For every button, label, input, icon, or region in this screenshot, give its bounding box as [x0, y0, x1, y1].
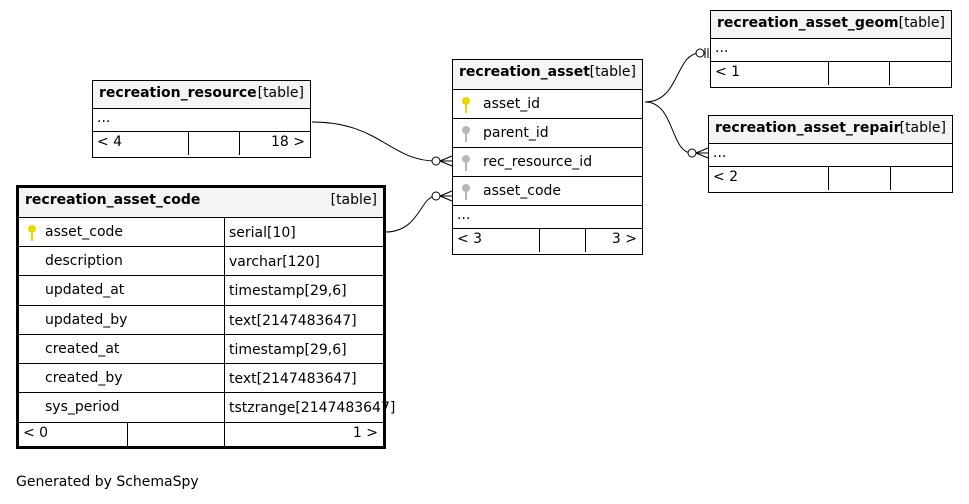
table-kind: [table] — [589, 64, 636, 80]
parents-count: < 1 — [715, 64, 741, 80]
column-name: updated_by — [45, 312, 128, 328]
column-row: parent_id — [453, 119, 642, 148]
table-recreation-asset[interactable]: recreation_asset [table] asset_id parent… — [452, 59, 643, 255]
column-type: text[2147483647] — [224, 306, 357, 334]
column-type: serial[10] — [224, 218, 296, 246]
table-footer: < 4 18 > — [93, 132, 310, 155]
foreign-key-icon — [462, 126, 470, 142]
parents-count: < 0 — [23, 425, 49, 441]
primary-key-icon — [462, 97, 470, 113]
link-asset-repair — [644, 101, 693, 154]
column-name: sys_period — [45, 399, 120, 415]
column-row: sys_period tstzrange[2147483647] — [19, 393, 395, 423]
column-row: rec_resource_id — [453, 148, 642, 177]
parents-count: < 2 — [713, 169, 739, 185]
column-row: asset_id — [453, 90, 642, 119]
table-header: recreation_resource [table] — [93, 81, 310, 109]
primary-key-icon — [28, 225, 36, 241]
column-type: timestamp[29,6] — [224, 276, 347, 305]
column-row: asset_code serial[10] — [19, 218, 383, 247]
column-name: asset_code — [45, 224, 124, 240]
table-footer: < 2 — [709, 167, 952, 190]
table-header: recreation_asset_code [table] — [19, 188, 383, 218]
column-row: asset_code — [453, 177, 642, 206]
column-row: updated_at timestamp[29,6] — [19, 276, 383, 306]
column-name: updated_at — [45, 282, 125, 298]
table-footer: < 3 3 > — [453, 229, 642, 252]
table-footer: < 0 1 > — [19, 423, 383, 446]
column-type: timestamp[29,6] — [224, 335, 347, 363]
table-name: recreation_asset — [459, 64, 590, 80]
children-count: 3 > — [611, 231, 637, 247]
ellipsis-row: ... — [453, 206, 642, 229]
column-type: tstzrange[2147483647] — [224, 393, 395, 422]
table-name: recreation_asset_code — [25, 192, 201, 208]
table-kind: [table] — [257, 85, 304, 101]
foreign-key-icon — [462, 184, 470, 200]
parents-count: < 4 — [97, 134, 123, 150]
column-row: created_at timestamp[29,6] — [19, 335, 383, 364]
table-recreation-resource[interactable]: recreation_resource [table] ... < 4 18 > — [92, 80, 311, 158]
column-row: description varchar[120] — [19, 247, 383, 276]
column-row: created_by text[2147483647] — [19, 364, 383, 393]
children-count: 18 > — [271, 134, 305, 150]
ellipsis-row: ... — [709, 144, 952, 167]
column-name: created_by — [45, 370, 123, 386]
foreign-key-icon — [462, 155, 470, 171]
column-name: rec_resource_id — [483, 154, 593, 170]
column-name: created_at — [45, 341, 120, 357]
column-name: parent_id — [483, 125, 549, 141]
table-footer: < 1 — [711, 62, 951, 85]
table-recreation-asset-geom[interactable]: recreation_asset_geom [table] ... < 1 — [710, 10, 952, 88]
table-name: recreation_asset_geom — [717, 15, 899, 31]
table-kind: [table] — [898, 15, 945, 31]
link-asset-geom — [644, 52, 701, 103]
table-kind: [table] — [330, 192, 377, 208]
table-name: recreation_resource — [99, 85, 257, 101]
link-code-asset — [384, 195, 437, 233]
ellipsis-row: ... — [93, 109, 310, 132]
table-kind: [table] — [899, 120, 946, 136]
table-recreation-asset-code[interactable]: recreation_asset_code [table] asset_code… — [16, 185, 395, 449]
column-type: text[2147483647] — [224, 364, 357, 392]
column-name: description — [45, 253, 123, 269]
table-header: recreation_asset [table] — [453, 60, 642, 90]
ellipsis-row: ... — [711, 39, 951, 62]
column-name: asset_code — [483, 183, 562, 199]
table-header: recreation_asset_geom [table] — [711, 11, 951, 39]
table-name: recreation_asset_repair — [715, 120, 901, 136]
link-resource-asset — [311, 121, 437, 162]
children-count: 1 > — [352, 425, 378, 441]
table-recreation-asset-repair[interactable]: recreation_asset_repair [table] ... < 2 — [708, 115, 953, 193]
generated-by-label: Generated by SchemaSpy — [16, 474, 199, 490]
column-name: asset_id — [483, 96, 541, 112]
column-type: varchar[120] — [224, 247, 320, 275]
table-header: recreation_asset_repair [table] — [709, 116, 952, 144]
parents-count: < 3 — [457, 231, 483, 247]
column-row: updated_by text[2147483647] — [19, 306, 383, 335]
